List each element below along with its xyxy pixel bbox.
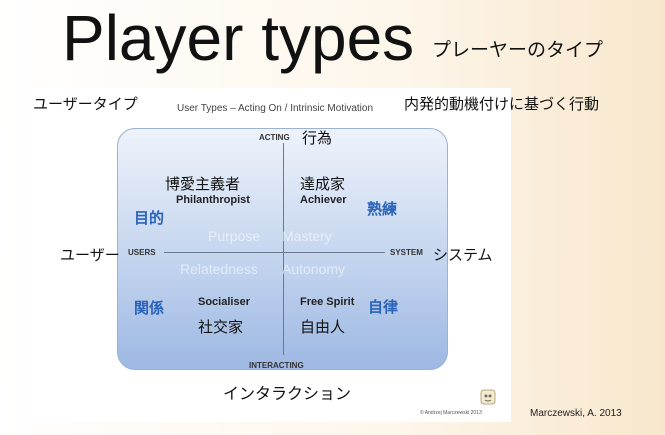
purpose-jp: 目的 <box>134 209 165 227</box>
mastery-jp: 熟練 <box>367 200 398 218</box>
axis-left-jp: ユーザー <box>60 246 120 264</box>
motivation-mastery: Mastery <box>282 228 332 244</box>
intrinsic-motivation-label-jp: 内発的動機付けに基づく行動 <box>404 95 600 113</box>
diagram-caption: User Types – Acting On / Intrinsic Motiv… <box>177 103 374 114</box>
slide-title: Player types <box>62 2 415 74</box>
user-type-label-jp: ユーザータイプ <box>33 95 138 113</box>
axis-top-jp: 行為 <box>302 129 333 147</box>
socialiser-en: Socialiser <box>198 296 250 308</box>
axis-right-en: SYSTEM <box>390 248 423 257</box>
relatedness-jp: 関係 <box>134 299 165 317</box>
author-logo-icon <box>480 389 496 405</box>
vertical-axis <box>283 143 284 355</box>
socialiser-jp: 社交家 <box>198 318 244 336</box>
free-spirit-en: Free Spirit <box>300 296 355 308</box>
credit-text: Marczewski, A. 2013 <box>530 408 622 419</box>
philanthropist-en: Philanthropist <box>176 194 250 206</box>
achiever-en: Achiever <box>300 194 347 206</box>
horizontal-axis <box>164 252 385 253</box>
free-spirit-jp: 自由人 <box>300 318 346 336</box>
axis-bottom-en: INTERACTING <box>249 361 304 370</box>
motivation-purpose: Purpose <box>208 228 261 244</box>
philanthropist-jp: 博愛主義者 <box>165 175 241 193</box>
copyright-text: © Andrzej Marczewski 2013 <box>420 410 482 416</box>
motivation-autonomy: Autonomy <box>282 261 346 277</box>
axis-left-en: USERS <box>128 248 156 257</box>
axis-top-en: ACTING <box>259 133 290 142</box>
axis-right-jp: システム <box>433 246 493 264</box>
achiever-jp: 達成家 <box>300 175 346 193</box>
quadrant-panel <box>117 128 448 370</box>
autonomy-jp: 自律 <box>368 298 399 316</box>
slide-title-jp: プレーヤーのタイプ <box>432 39 604 61</box>
motivation-relatedness: Relatedness <box>180 261 258 277</box>
axis-bottom-jp: インタラクション <box>223 384 352 403</box>
